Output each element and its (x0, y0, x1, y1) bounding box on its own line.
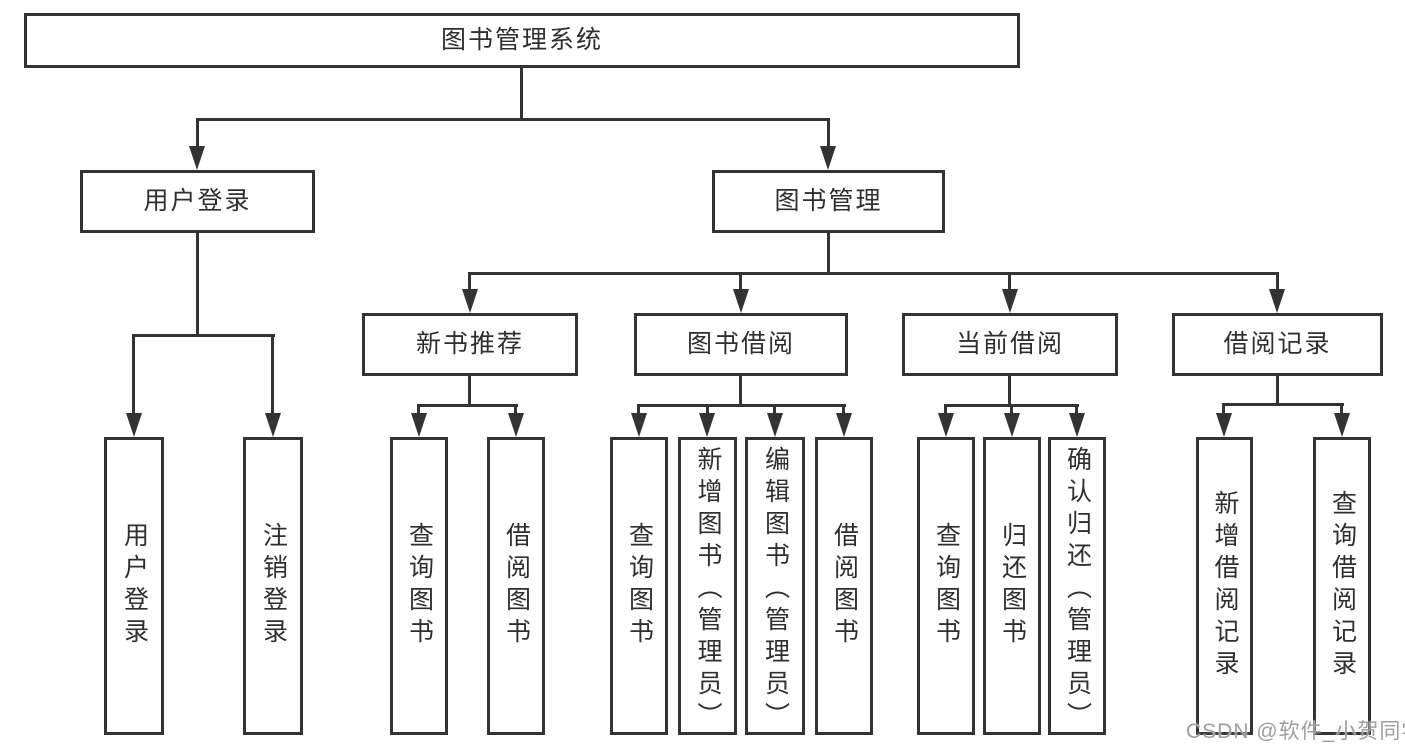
arrow-down-icon (462, 289, 478, 313)
connector-line (132, 334, 135, 416)
node-label: 图书管理 (774, 187, 883, 215)
node-leaf-query-book-current: 查询图书 (917, 437, 975, 735)
node-book-management: 图书管理 (712, 170, 945, 233)
connector-line (271, 334, 274, 416)
arrow-down-icon (411, 413, 427, 437)
connector-line (739, 376, 742, 407)
arrow-down-icon (836, 413, 852, 437)
node-leaf-query-book-recommend: 查询图书 (390, 437, 448, 735)
connector-line (827, 118, 830, 150)
connector-line (637, 404, 846, 407)
arrow-down-icon (1069, 413, 1085, 437)
node-leaf-edit-book-admin: 编辑图书（管理员） (745, 437, 805, 735)
arrow-down-icon (1002, 289, 1018, 313)
node-leaf-user-login: 用户登录 (104, 437, 164, 735)
arrow-down-icon (126, 413, 142, 437)
node-leaf-borrow-book-recommend: 借阅图书 (487, 437, 545, 735)
node-user-login: 用户登录 (80, 170, 315, 233)
arrow-down-icon (820, 146, 836, 170)
connector-line (1276, 376, 1279, 406)
node-label: 新书推荐 (415, 330, 524, 358)
connector-line (827, 233, 830, 275)
node-leaf-return-book: 归还图书 (983, 437, 1041, 735)
node-label: 新增借阅记录 (1211, 490, 1239, 682)
node-new-book-recommend: 新书推荐 (362, 313, 578, 376)
node-label: 查询借阅记录 (1328, 490, 1357, 682)
connector-line (514, 404, 517, 416)
node-label: 查询图书 (405, 522, 434, 650)
node-label: 归还图书 (998, 522, 1027, 650)
node-label: 确认归还（管理员） (1063, 446, 1092, 734)
connector-line (1075, 404, 1078, 416)
node-label: 用户登录 (120, 522, 149, 650)
arrow-down-icon (733, 289, 749, 313)
node-leaf-add-borrow-record: 新增借阅记录 (1196, 437, 1253, 735)
connector-line (773, 404, 776, 416)
arrow-down-icon (699, 413, 715, 437)
connector-line (196, 118, 830, 121)
connector-line (706, 404, 709, 416)
node-leaf-borrow-book: 借阅图书 (815, 437, 873, 735)
node-label: 借阅图书 (502, 522, 531, 650)
node-borrow-records: 借阅记录 (1172, 313, 1383, 376)
connector-line (520, 68, 523, 120)
node-label: 当前借阅 (955, 330, 1064, 358)
connector-line (1010, 404, 1013, 416)
node-label: 借阅图书 (830, 522, 859, 650)
connector-line (1008, 376, 1011, 407)
node-label: 图书借阅 (686, 330, 795, 358)
csdn-watermark: CSDN @软件_小贺同学 (1186, 720, 1405, 743)
connector-line (132, 334, 275, 337)
node-label: 编辑图书（管理员） (761, 446, 790, 734)
node-library-system: 图书管理系统 (24, 13, 1020, 68)
connector-line (1340, 403, 1343, 416)
node-label: 查询图书 (625, 522, 654, 650)
connector-line (468, 376, 471, 407)
connector-line (468, 272, 1279, 275)
connector-line (1008, 272, 1011, 292)
node-label: 图书管理系统 (440, 26, 603, 54)
arrow-down-icon (631, 413, 647, 437)
arrow-down-icon (1216, 413, 1232, 437)
connector-line (944, 404, 947, 416)
node-label: 新增图书（管理员） (694, 446, 722, 734)
arrow-down-icon (508, 413, 524, 437)
arrow-down-icon (1004, 413, 1020, 437)
node-book-borrow: 图书借阅 (634, 313, 848, 376)
arrow-down-icon (1334, 413, 1350, 437)
connector-line (1276, 272, 1279, 292)
connector-line (468, 272, 471, 292)
node-label: 查询图书 (932, 522, 961, 650)
node-leaf-query-book-borrow: 查询图书 (610, 437, 668, 735)
connector-line (1222, 403, 1344, 406)
connector-line (196, 233, 199, 337)
arrow-down-icon (767, 413, 783, 437)
node-leaf-confirm-return-admin: 确认归还（管理员） (1048, 437, 1106, 735)
connector-line (739, 272, 742, 292)
arrow-down-icon (1269, 289, 1285, 313)
arrow-down-icon (938, 413, 954, 437)
node-leaf-add-book-admin: 新增图书（管理员） (678, 437, 737, 735)
connector-line (417, 404, 420, 416)
node-label: 借阅记录 (1223, 330, 1332, 358)
connector-line (637, 404, 640, 416)
node-label: 注销登录 (259, 522, 288, 650)
node-current-borrow: 当前借阅 (902, 313, 1118, 376)
node-leaf-query-borrow-record: 查询借阅记录 (1313, 437, 1371, 735)
arrow-down-icon (265, 413, 281, 437)
connector-line (196, 118, 199, 150)
connector-line (417, 404, 518, 407)
node-leaf-logout: 注销登录 (243, 437, 303, 735)
connector-line (1222, 403, 1225, 416)
node-label: 用户登录 (143, 187, 252, 215)
connector-line (842, 404, 845, 416)
arrow-down-icon (189, 146, 205, 170)
